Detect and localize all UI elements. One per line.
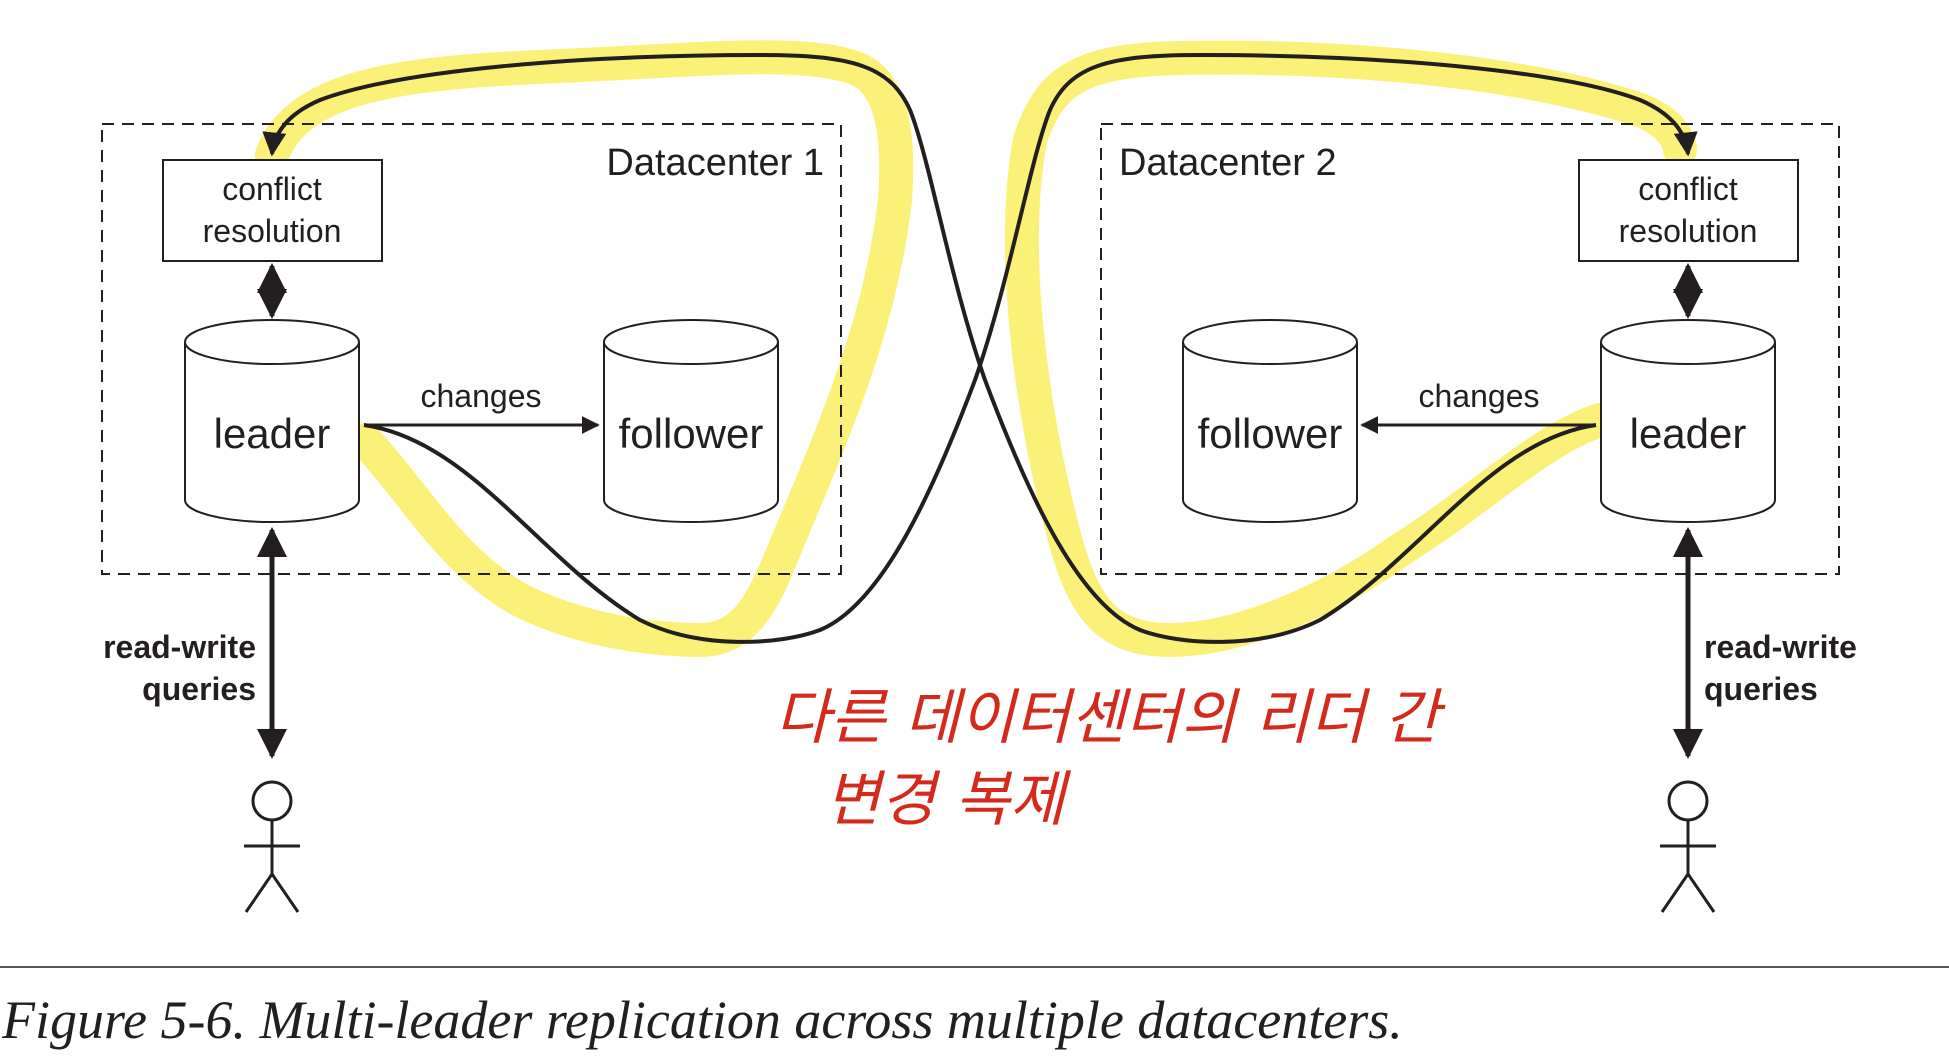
highlight-strokes bbox=[255, 40, 1697, 657]
changes-label-2: changes bbox=[1419, 378, 1540, 414]
annotation-line-2: 변경 복제 bbox=[825, 765, 1072, 835]
datacenter-2-boundary bbox=[1100, 123, 1840, 575]
leader-cylinder-2 bbox=[1600, 319, 1776, 523]
follower-label-2: follower bbox=[1198, 410, 1343, 457]
follower-label-1: follower bbox=[619, 410, 764, 457]
datacenter-1-boundary bbox=[101, 123, 842, 575]
replication-curve-dc2-to-dc1 bbox=[262, 52, 1597, 644]
leader-label-1: leader bbox=[214, 410, 331, 457]
leader-label-2: leader bbox=[1630, 410, 1747, 457]
conflict-resolution-box-1 bbox=[162, 159, 383, 262]
follower-cylinder-1 bbox=[603, 319, 779, 523]
figure-caption: Figure 5-6. Multi-leader replication acr… bbox=[1, 990, 1403, 1050]
conflict-resolution-label-1b: resolution bbox=[203, 213, 342, 249]
user-icon-1 bbox=[244, 780, 300, 913]
leader-cylinder-1 bbox=[184, 319, 360, 523]
conflict-resolution-label-2b: resolution bbox=[1619, 213, 1758, 249]
datacenter-1-title: Datacenter 1 bbox=[606, 142, 824, 184]
user-icon-2 bbox=[1660, 780, 1716, 913]
queries-label-1a: read-write bbox=[103, 629, 256, 665]
queries-label-2a: read-write bbox=[1704, 629, 1857, 665]
queries-label-1b: queries bbox=[142, 671, 256, 707]
datacenter-2-title: Datacenter 2 bbox=[1119, 142, 1337, 184]
conflict-resolution-label-2a: conflict bbox=[1638, 171, 1738, 207]
replication-curve-dc1-to-dc2 bbox=[363, 52, 1698, 644]
annotation-line-1: 다른 데이터센터의 리더 간 bbox=[775, 683, 1446, 753]
conflict-resolution-label-1a: conflict bbox=[222, 171, 322, 207]
changes-label-1: changes bbox=[421, 378, 542, 414]
conflict-resolution-box-2 bbox=[1578, 159, 1799, 262]
queries-label-2b: queries bbox=[1704, 671, 1818, 707]
follower-cylinder-2 bbox=[1182, 319, 1358, 523]
